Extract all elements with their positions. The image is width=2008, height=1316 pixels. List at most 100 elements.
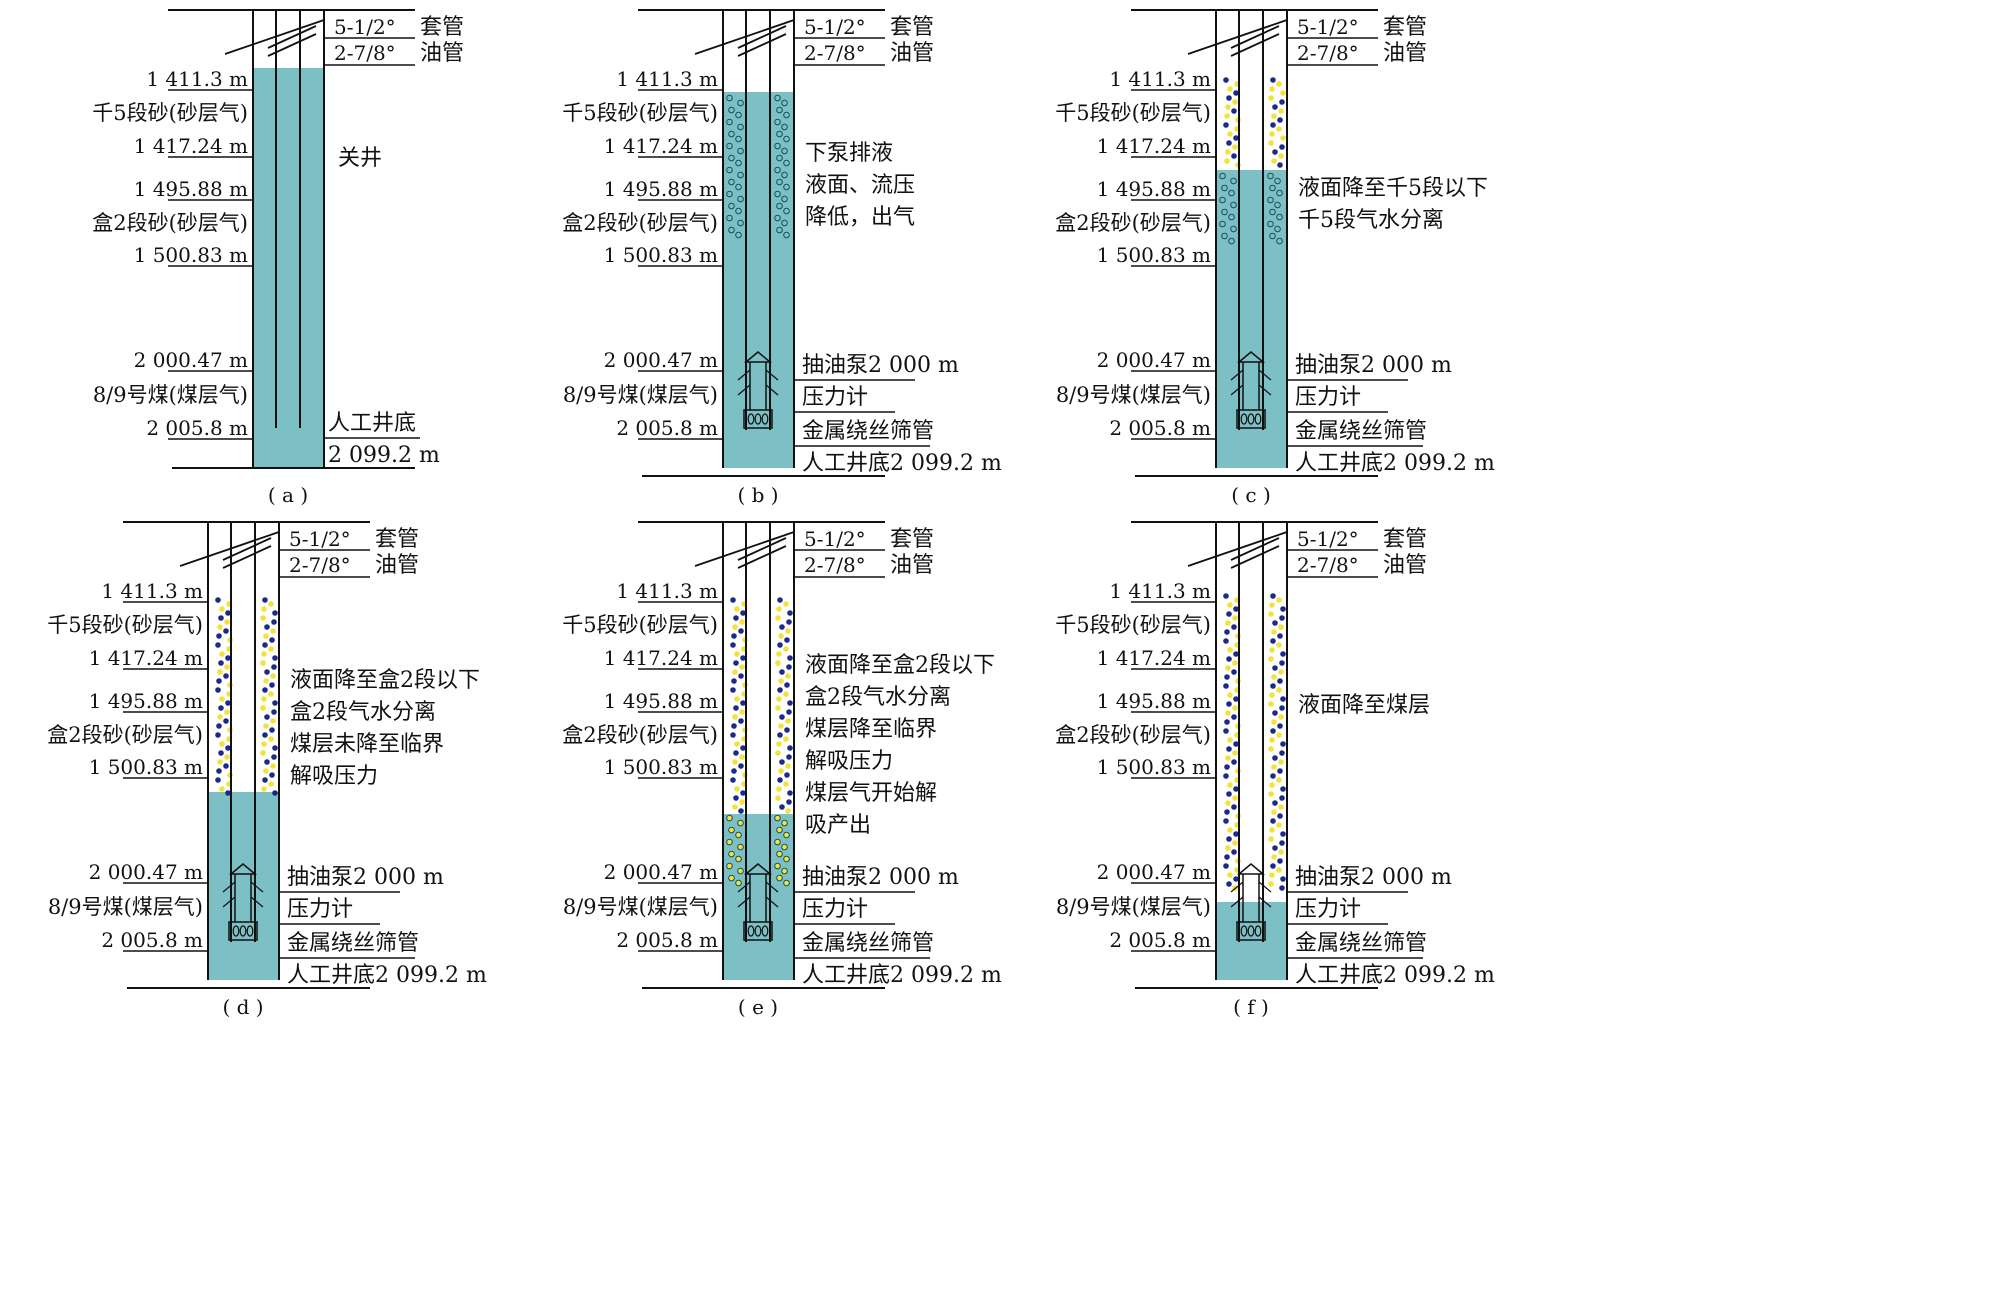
gas-dot-yellow (1269, 647, 1275, 653)
zone-label-1: 千5段砂(砂层气) (1055, 101, 1211, 125)
gas-dot-yellow (261, 696, 267, 702)
gas-dot-blue (731, 768, 737, 774)
gas-dot-yellow (1271, 674, 1277, 680)
break-mark-1 (179, 531, 280, 567)
gas-dot-yellow (734, 696, 740, 702)
gas-dot-blue (215, 732, 221, 738)
gas-dot-yellow (1269, 782, 1275, 788)
panel-note-b-2: 液面、流压 (805, 173, 915, 198)
gas-dot-blue (1226, 656, 1232, 662)
pump-assembly (222, 863, 264, 941)
gas-dot-blue (1270, 818, 1276, 824)
break-mark-1 (694, 531, 795, 567)
gas-dot-blue (1280, 651, 1286, 657)
gas-dot-blue (262, 777, 268, 783)
gas-dot-yellow (1271, 719, 1277, 725)
casing-size-label: 5-1/2° (804, 15, 866, 39)
depth-label-4: 1 500.83 m (134, 243, 248, 267)
break-mark-1 (224, 19, 325, 55)
gas-bubble (781, 195, 788, 203)
screen-label: 金属绕丝筛管 (802, 931, 934, 956)
pump-assembly (1230, 351, 1272, 429)
gas-bubble (735, 879, 742, 887)
zone-label-1: 千5段砂(砂层气) (92, 101, 248, 125)
gas-dot-blue (1272, 800, 1278, 806)
panel-note-c-1: 液面降至千5段以下 (1298, 176, 1488, 201)
gas-dot-blue (740, 610, 746, 616)
gas-dot-yellow (1276, 867, 1282, 873)
gas-dot-blue (733, 615, 739, 621)
gas-dot-blue (225, 745, 231, 751)
gas-dot-yellow (1225, 845, 1231, 851)
gas-dot-yellow (1278, 849, 1284, 855)
depth-label-1: 1 411.3 m (101, 579, 203, 603)
gas-dot-yellow (270, 718, 276, 724)
gas-bubble (781, 219, 788, 227)
gas-dot-yellow (261, 786, 267, 792)
zone-label-3: 8/9号煤(煤层气) (563, 383, 718, 407)
gas-dot-yellow (260, 615, 266, 621)
panel-note-b-3: 降低，出气 (805, 205, 915, 230)
gas-bubble (781, 99, 788, 107)
gas-bubble (1267, 196, 1274, 204)
liquid-column (1216, 170, 1287, 468)
gas-dot-yellow (739, 799, 745, 805)
gas-dot-yellow (1276, 126, 1282, 132)
gas-dot-blue (225, 610, 231, 616)
gas-dot-yellow (1276, 777, 1282, 783)
break-mark-1 (1187, 531, 1288, 567)
gas-dot-yellow (734, 651, 740, 657)
screen-slot (747, 925, 755, 937)
zone-label-3: 8/9号煤(煤层气) (563, 895, 718, 919)
gas-dot-blue (1272, 104, 1278, 110)
pump-fin-4 (1258, 384, 1272, 396)
gas-dot-yellow (217, 714, 223, 720)
liquid-column (208, 792, 279, 980)
gas-dot-blue (1279, 99, 1285, 105)
gas-dot-yellow (785, 808, 791, 814)
gas-bubble (737, 147, 744, 155)
break-mark-2 (737, 545, 787, 569)
gas-dot-blue (1270, 728, 1276, 734)
gas-dot-yellow (263, 723, 269, 729)
gas-dot-blue (216, 768, 222, 774)
tubing-label: 油管 (375, 553, 419, 578)
gas-bubble (776, 850, 783, 858)
gas-dot-yellow (224, 754, 230, 760)
gas-dot-yellow (1268, 791, 1274, 797)
gas-dot-blue (1280, 606, 1286, 612)
gas-dot-yellow (1225, 104, 1231, 110)
gas-dot-yellow (1269, 827, 1275, 833)
gas-dot-yellow (739, 664, 745, 670)
break-mark-3 (737, 25, 787, 49)
gas-dot-yellow (732, 714, 738, 720)
depth-label-4: 1 500.83 m (604, 755, 718, 779)
gas-dot-yellow (1268, 140, 1274, 146)
gas-dot-blue (262, 597, 268, 603)
gas-dot-yellow (1269, 86, 1275, 92)
gas-dot-yellow (1232, 840, 1238, 846)
depth-label-2: 1 417.24 m (1097, 134, 1211, 158)
gas-bubble (781, 819, 788, 827)
break-mark-2 (222, 545, 272, 569)
depth-label-3: 1 495.88 m (1097, 689, 1211, 713)
gas-dot-blue (1223, 638, 1229, 644)
depth-label-5: 2 000.47 m (1097, 348, 1211, 372)
gas-dot-yellow (1224, 158, 1230, 164)
depth-label-3: 1 495.88 m (89, 689, 203, 713)
gas-bubble (781, 147, 788, 155)
gas-dot-blue (264, 714, 270, 720)
screen-slot (1247, 413, 1255, 425)
pump-fin-1 (222, 881, 236, 893)
screen-pipe (1236, 409, 1266, 429)
gas-dot-blue (1223, 122, 1229, 128)
screen-slot (232, 925, 240, 937)
pump-fin-3 (1230, 896, 1244, 908)
gas-bubble (1267, 220, 1274, 228)
gas-bubble (1221, 208, 1228, 216)
break-mark-2 (737, 33, 787, 57)
gas-dot-blue (733, 795, 739, 801)
gas-dot-blue (272, 610, 278, 616)
pump-assembly (1230, 863, 1272, 941)
